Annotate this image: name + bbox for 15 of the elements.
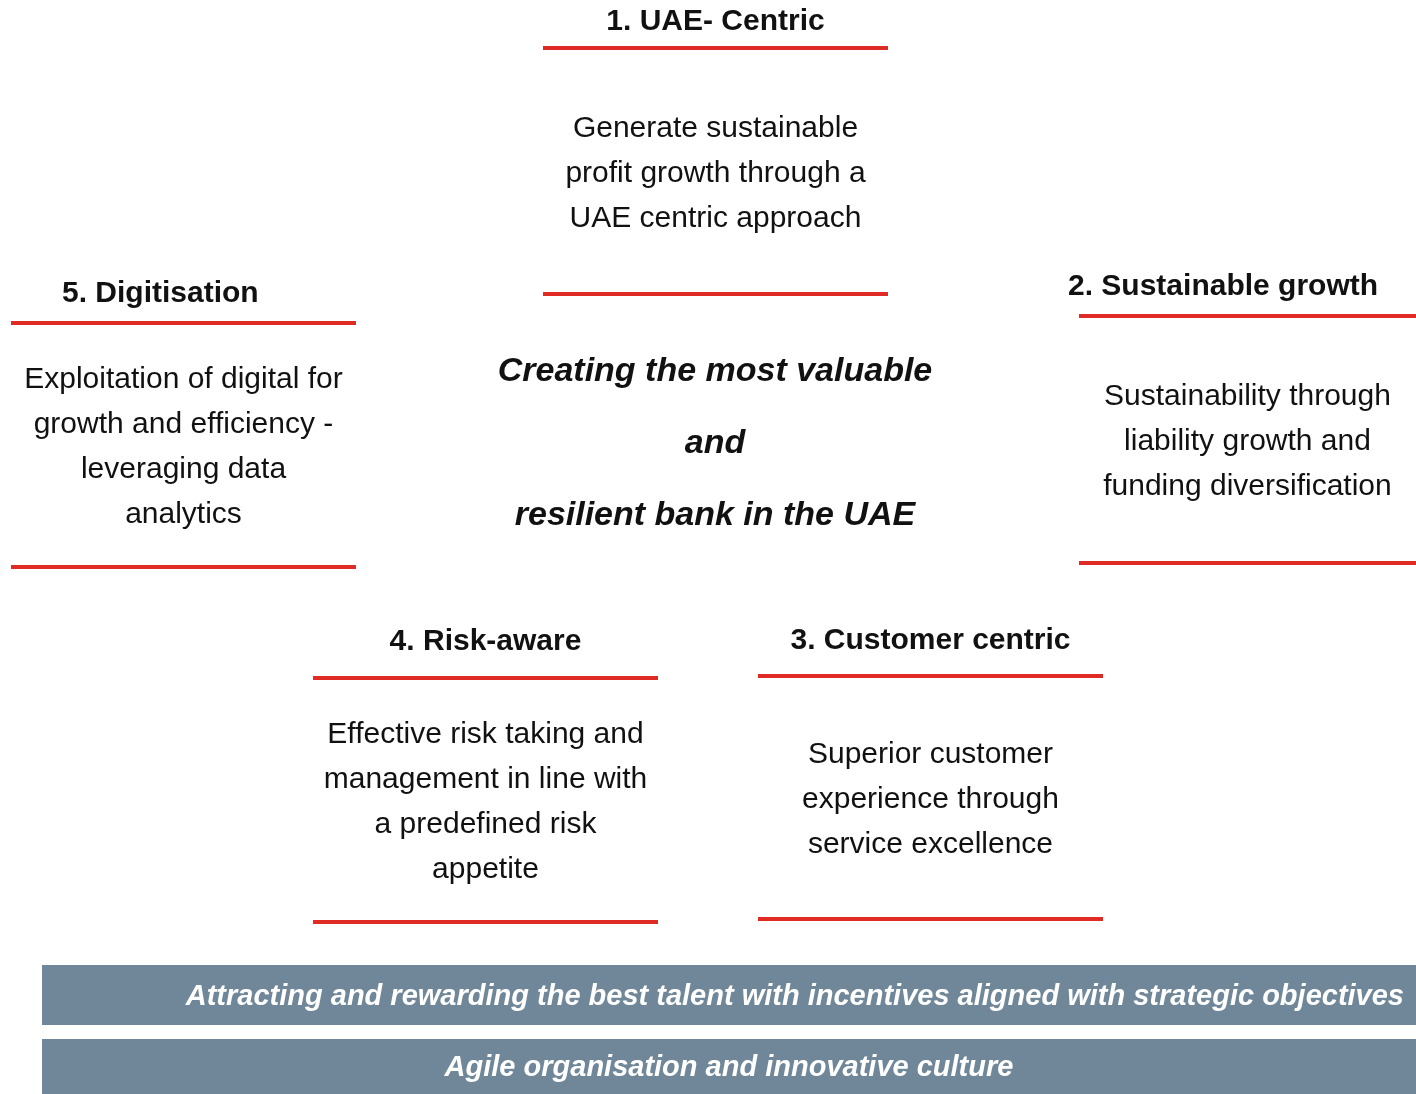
pillar-heading: 1. UAE- Centric	[605, 2, 826, 38]
pillar-description: Sustainability through liability growth and funding diversification	[1079, 314, 1416, 565]
pillar-description: Effective risk taking and management in line with a predefined risk appetite	[313, 676, 658, 924]
vision-statement: resilient bank in the UAE	[513, 494, 917, 533]
pillar-description: Exploitation of digital for growth and efficiency - leveraging data analytics	[11, 321, 356, 569]
vision-statement: and	[683, 422, 747, 461]
vision-statement: Creating the most valuable	[496, 350, 934, 389]
foundation-bar: Attracting and rewarding the best talent with incentives aligned with strategic objectives	[42, 965, 1416, 1025]
pillar-description: Superior customer experience through service excellence	[758, 674, 1103, 921]
pillar-heading: 4. Risk-aware	[388, 622, 583, 658]
pillar-heading: 2. Sustainable growth	[1068, 267, 1379, 303]
foundation-bar: Agile organisation and innovative culture	[42, 1039, 1416, 1094]
pillar-heading: 3. Customer centric	[789, 621, 1072, 657]
pillar-description: Generate sustainable profit growth through a UAE centric approach	[543, 46, 888, 296]
pillar-heading: 5. Digitisation	[62, 274, 259, 310]
